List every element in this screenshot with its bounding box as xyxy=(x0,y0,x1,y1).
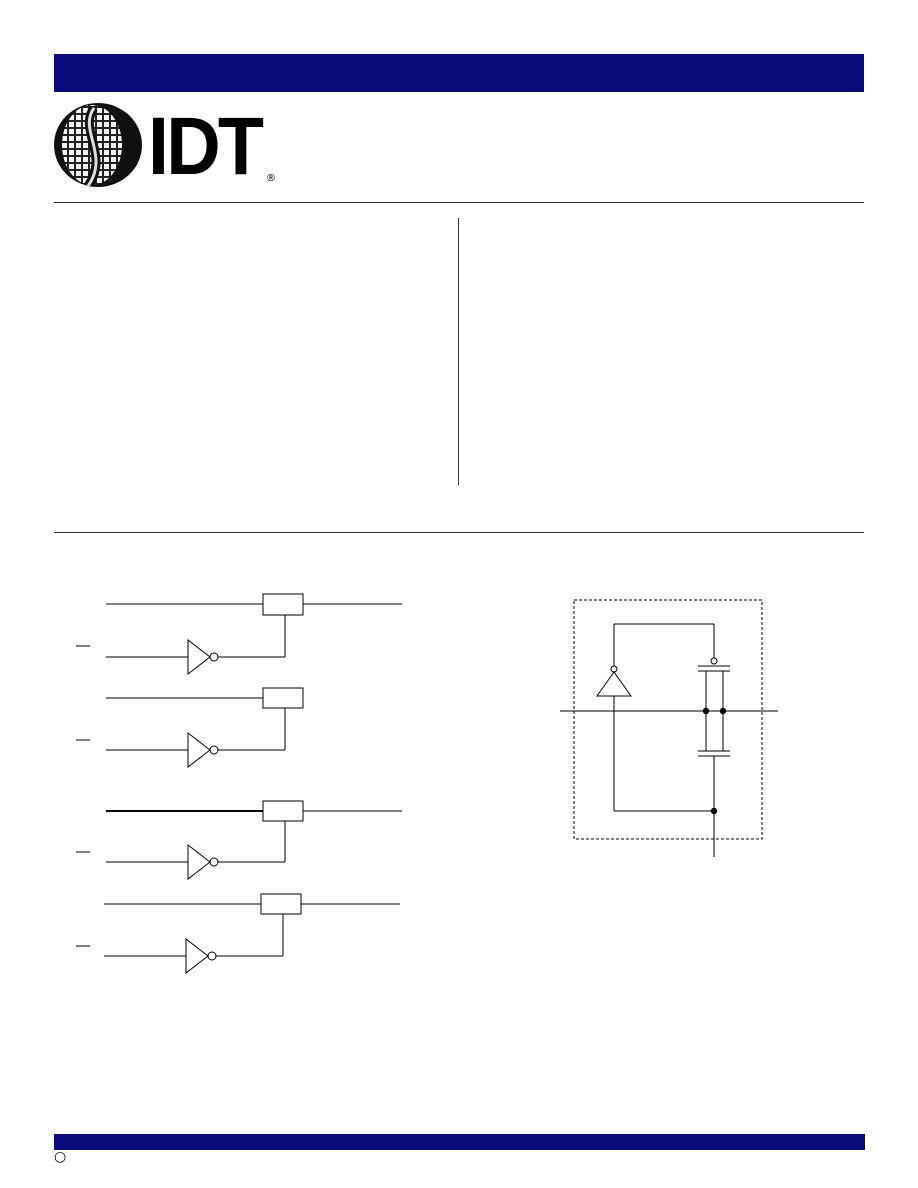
registered-trademark: ® xyxy=(266,173,276,184)
logic-diagram xyxy=(76,593,778,975)
header-bar xyxy=(54,54,864,92)
channel-2 xyxy=(76,687,304,769)
inverter-3 xyxy=(187,843,211,881)
buffer-schematic xyxy=(76,593,402,975)
switch-block-3 xyxy=(262,800,304,822)
brand-name: IDT xyxy=(148,101,264,192)
switch-block-4 xyxy=(260,893,302,915)
inverter-4 xyxy=(185,937,209,975)
switch-block-2 xyxy=(262,687,304,709)
divider-top xyxy=(54,202,864,203)
channel-1 xyxy=(76,593,402,676)
idt-logo-globe-icon xyxy=(54,103,142,187)
switch-detail-boundary xyxy=(573,599,763,840)
driver-buffer xyxy=(596,671,632,697)
footer-bar xyxy=(54,1134,865,1150)
channel-4 xyxy=(76,893,400,975)
channel-3 xyxy=(76,800,402,881)
column-divider xyxy=(458,218,459,485)
junction-dots xyxy=(702,707,727,815)
switch-block-1 xyxy=(262,593,304,616)
copyright-icon: ○ xyxy=(54,1149,67,1165)
inverter-1 xyxy=(187,638,211,676)
switch-detail-schematic xyxy=(560,599,778,857)
inverter-2 xyxy=(187,731,211,769)
divider-middle xyxy=(54,532,864,533)
